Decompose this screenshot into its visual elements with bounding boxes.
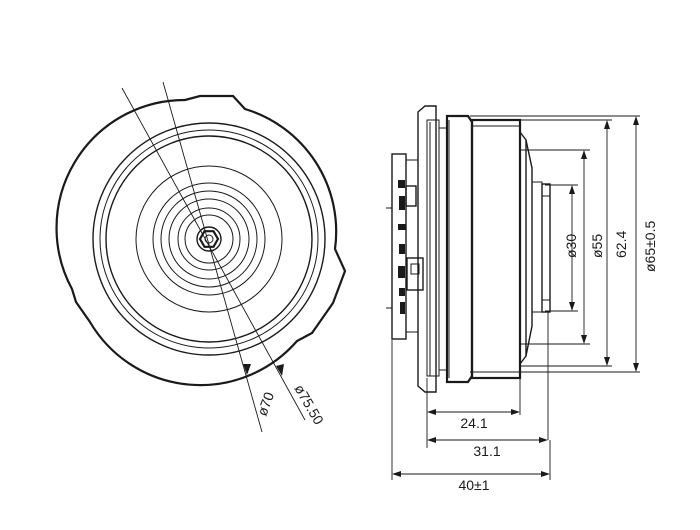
front-hex-nut [198,230,220,248]
side-pcb [386,153,424,340]
side-dim-65: ø65±0.5 [642,221,658,272]
side-dim-62-4: 62.4 [613,231,629,258]
front-ring-7 [168,198,250,280]
side-dim-24-1: 24.1 [460,415,487,431]
front-ring-9 [184,214,234,264]
front-housing-outline [55,94,347,387]
front-leader-inner [162,81,263,433]
front-ring-8 [177,207,241,271]
side-view: ø30 ø55 62.4 ø65±0.5 24.1 31.1 40±1 [386,105,658,493]
front-hub [196,226,222,252]
front-ring-2 [99,129,319,349]
side-dim-40: 40±1 [458,477,489,493]
front-ring-1 [92,122,326,356]
front-dim-70: ø70 [254,390,277,418]
side-housing [417,105,522,393]
side-dim-30: ø30 [563,234,579,258]
side-vertical-dimensions [470,115,640,373]
front-arrow-inner [243,364,251,375]
front-ring-6 [160,190,258,288]
front-arrow-outer [276,364,284,376]
front-view: ø70 ø75.50 [55,81,347,433]
side-dim-31-1: 31.1 [473,443,500,459]
side-horizontal-dimensions [391,312,551,480]
front-ring-3 [105,135,313,343]
front-ring-4 [135,165,283,313]
front-leader-outer [121,87,306,421]
side-rotor [519,131,551,365]
side-dim-55: ø55 [589,234,605,258]
front-ring-5 [152,182,266,296]
